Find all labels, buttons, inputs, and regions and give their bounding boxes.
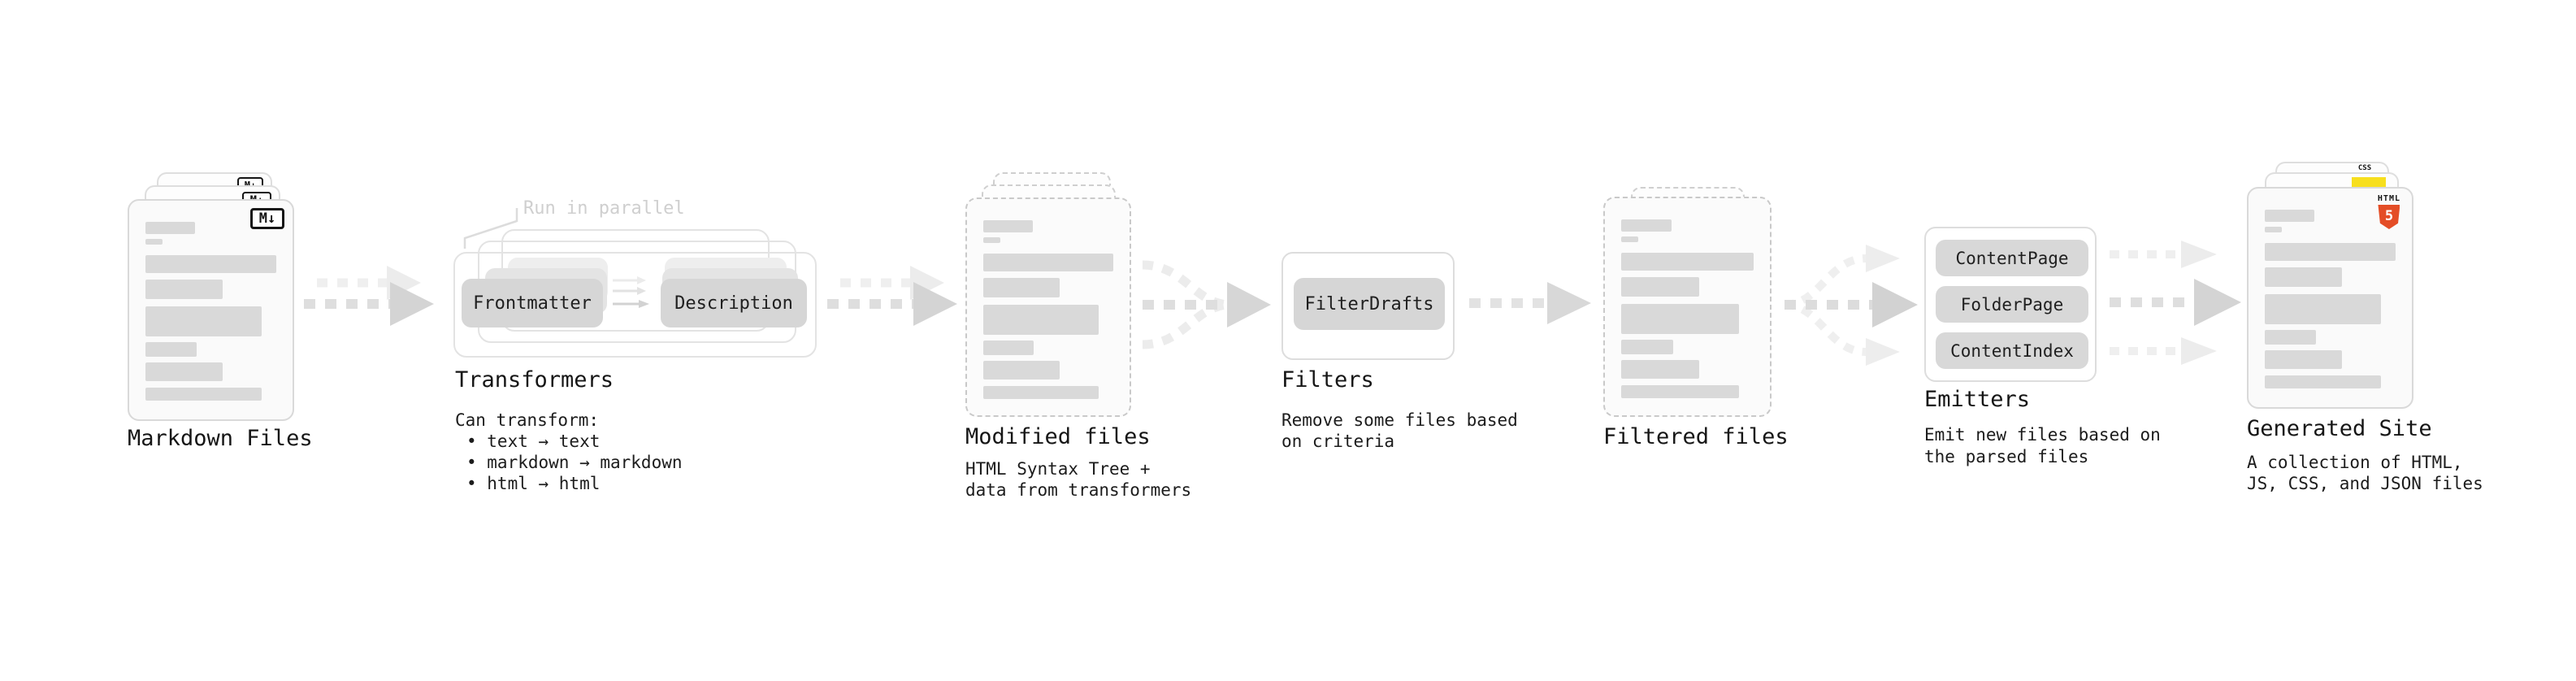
text-line-bar [1621,360,1700,379]
emitter-node-folderpage: FolderPage [1936,286,2088,323]
text-line-bar [983,361,1060,380]
stage-subtitle-generated-site: A collection of HTML, JS, CSS, and JSON … [2247,452,2483,494]
subtitle-line: on criteria [1281,432,1395,451]
markdown-icon: M↓ [250,208,284,229]
subtitle-line: Remove some files based [1281,410,1518,430]
text-line-bar [2265,227,2282,232]
html5-icon-shield: 5 [2378,205,2400,229]
text-line-bar [2265,330,2316,345]
subtitle-line: • text → text [466,432,601,451]
text-line-bar [2265,243,2396,261]
stage-title-markdown-files: Markdown Files [128,426,313,451]
stage-title-modified-files: Modified files [965,424,1151,449]
filterdrafts-node: FilterDrafts [1294,278,1445,330]
text-line-bar [983,305,1099,335]
subtitle-line: Emit new files based on [1924,425,2161,445]
text-line-bar [983,237,1000,243]
emitter-node-contentindex: ContentIndex [1936,332,2088,369]
stage-title-generated-site: Generated Site [2247,416,2432,441]
text-line-bar [1621,253,1754,271]
transformer-flow-arrows [613,276,649,308]
text-line-bar [983,254,1113,271]
subtitle-line: • markdown → markdown [466,453,683,472]
text-line-bar [983,220,1033,232]
text-line-bar [145,280,223,299]
flow-arrow-single [1469,282,1591,324]
stage-title-filters: Filters [1281,367,1374,393]
transformer-group-card-front [453,252,817,358]
stage-subtitle-emitters: Emit new files based on the parsed files [1924,424,2161,468]
subtitle-line: data from transformers [965,480,1192,500]
stage-subtitle-transformers: Can transform: • text → text • markdown … [455,410,683,494]
stage-subtitle-filters: Remove some files based on criteria [1281,410,1518,452]
frontmatter-node: Frontmatter [462,279,603,327]
text-line-bar [2265,350,2342,369]
subtitle-line: Can transform: [455,410,600,430]
generated-site-card: HTML 5 [2247,187,2413,409]
emitters-box: ContentPage FolderPage ContentIndex [1924,227,2097,382]
text-line-bar [1621,340,1673,354]
text-line-bar [2265,210,2315,222]
text-line-bar [983,340,1034,355]
text-line-bar [2265,267,2342,287]
text-line-bar [145,342,197,357]
text-line-bar [2265,375,2382,388]
subtitle-line: JS, CSS, and JSON files [2247,474,2483,493]
subtitle-line: A collection of HTML, [2247,453,2463,472]
modified-file-card [965,197,1131,417]
annotation-leader-line [463,208,518,249]
text-line-bar [2265,294,2382,324]
stage-title-transformers: Transformers [455,367,614,393]
text-line-bar [145,222,196,234]
text-line-bar [145,388,262,401]
html5-icon: HTML 5 [2378,195,2400,229]
flow-arrow-double [304,266,434,326]
text-line-bar [1621,236,1639,242]
text-line-bar [145,255,276,273]
run-in-parallel-annotation: Run in parallel [523,198,685,219]
doc-text-lines [2249,189,2412,388]
html5-icon-number: 5 [2384,207,2394,224]
flow-arrow-double [827,266,957,326]
doc-text-lines [967,199,1130,399]
description-node: Description [661,279,807,327]
css-icon-label: CSS [2357,164,2372,172]
flow-arrow-merge [1142,260,1271,349]
text-line-bar [1621,304,1740,334]
stage-title-filtered-files: Filtered files [1603,424,1789,449]
text-line-bar [145,306,262,336]
filtered-file-card [1603,197,1772,417]
text-line-bar [145,362,223,381]
stage-subtitle-modified-files: HTML Syntax Tree + data from transformer… [965,458,1191,501]
flow-arrow-triple [2110,241,2241,365]
text-line-bar [1621,219,1672,232]
subtitle-line: • html → html [466,474,601,493]
subtitle-line: the parsed files [1924,447,2089,466]
emitter-node-contentpage: ContentPage [1936,240,2088,276]
text-line-bar [1621,385,1740,398]
text-line-bar [983,386,1099,399]
markdown-file-card: M↓ [128,199,294,421]
stage-title-emitters: Emitters [1924,387,2031,412]
text-line-bar [983,278,1060,297]
text-line-bar [1621,277,1700,297]
flow-arrow-split [1784,245,1918,366]
subtitle-line: HTML Syntax Tree + [965,459,1151,479]
doc-text-lines [129,201,293,401]
text-line-bar [145,239,163,245]
doc-text-lines [1605,198,1770,398]
html5-icon-label: HTML [2377,194,2400,203]
